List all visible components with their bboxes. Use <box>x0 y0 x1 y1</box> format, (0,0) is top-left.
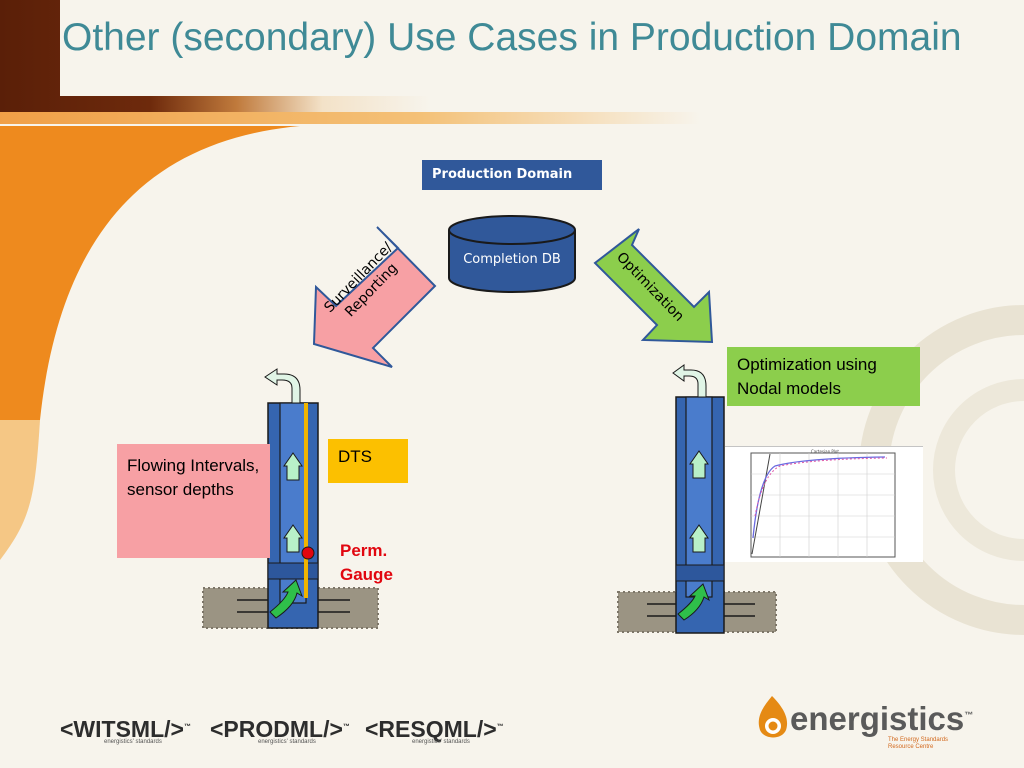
perm-gauge-label: Perm. Gauge <box>340 541 393 584</box>
witsml-sub: energistics' standards <box>104 739 162 745</box>
energistics-flame-icon <box>758 696 788 738</box>
resqml-logo: <RESQML/>™ <box>365 716 504 743</box>
right-well <box>647 364 755 634</box>
energistics-sub: The Energy Standards Resource Centre <box>888 737 949 750</box>
prodml-logo: <PRODML/>™ <box>210 716 350 743</box>
resqml-sub: energistics' standards <box>412 739 470 745</box>
left-well <box>237 368 350 629</box>
energistics-logo-text: energistics <box>790 700 965 737</box>
energistics-tm: ™ <box>964 710 974 720</box>
completion-db-label: Completion DB <box>463 252 561 267</box>
resqml-logo-text: <RESQML/> <box>365 716 497 742</box>
energistics-logo: energistics™ <box>790 700 973 738</box>
witsml-tm: ™ <box>183 723 191 731</box>
resqml-tm: ™ <box>496 723 504 731</box>
plot-line-dark <box>751 453 771 555</box>
prodml-logo-text: <PRODML/> <box>210 716 343 742</box>
nodal-plot: Cartesian Plot <box>725 445 923 562</box>
surveillance-reporting-arrow <box>312 226 437 368</box>
flowing-intervals-box: Flowing Intervals, sensor depths <box>117 444 270 558</box>
production-domain-label: Production Domain <box>422 160 602 190</box>
prodml-tm: ™ <box>342 723 350 731</box>
plot-curve-pink <box>754 457 888 517</box>
plot-title: Cartesian Plot <box>811 449 839 454</box>
witsml-logo-text: <WITSML/> <box>60 716 184 742</box>
nodal-plot-svg: Cartesian Plot <box>725 445 923 562</box>
optimization-arrow <box>593 228 714 344</box>
witsml-logo: <WITSML/>™ <box>60 716 191 743</box>
dts-box: DTS <box>328 439 408 483</box>
optimization-nodal-box: Optimization using Nodal models <box>727 347 920 406</box>
slide-title: Other (secondary) Use Cases in Productio… <box>62 16 962 59</box>
completion-db-cylinder <box>448 215 576 293</box>
prodml-sub: energistics' standards <box>258 739 316 745</box>
